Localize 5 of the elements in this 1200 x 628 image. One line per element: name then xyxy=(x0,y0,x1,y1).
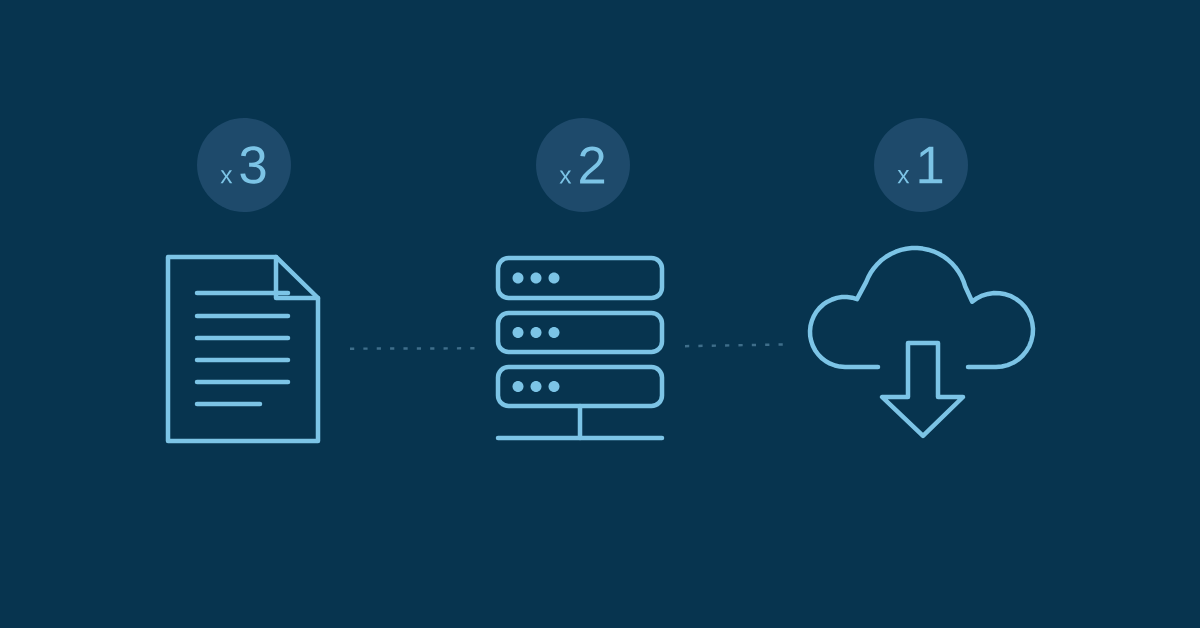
cloud-download-icon xyxy=(807,245,1036,439)
dotted-connector xyxy=(685,343,786,348)
dotted-connector xyxy=(350,347,475,350)
server-icon xyxy=(495,255,665,441)
document-icon xyxy=(165,254,321,444)
